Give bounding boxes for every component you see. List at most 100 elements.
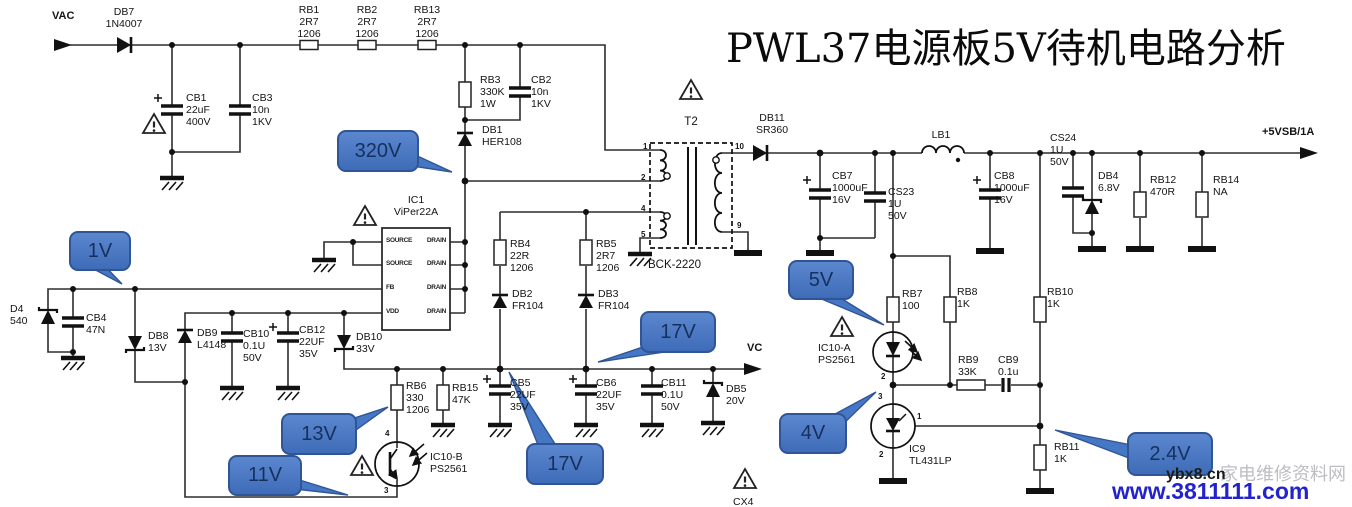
- cb5-cap-icon: [487, 384, 513, 396]
- cb7-plus-mark: [802, 175, 812, 185]
- rb2-resistor-icon: [357, 39, 377, 51]
- rb1-label: RB1 2R7 1206: [297, 4, 321, 41]
- warning-icon: [678, 78, 704, 101]
- callout-1v: 1V: [69, 231, 131, 271]
- ground-icon: [312, 260, 336, 272]
- ic1-pin-source2: SOURCE: [386, 260, 413, 267]
- db3-label: DB3 FR104: [598, 288, 630, 313]
- warning-icon: [829, 315, 855, 338]
- t2-pin9-label: 9: [737, 221, 742, 230]
- lb1-inductor-icon: [921, 145, 965, 163]
- db5-label: DB5 20V: [726, 383, 747, 408]
- ic1-pin-vdd: VDD: [386, 308, 399, 315]
- rb15-label: RB15 47K: [452, 382, 479, 407]
- ic1-viper22a-box: [381, 227, 451, 331]
- cb4-cap-icon: [60, 316, 86, 328]
- ic9-pin3-label: 3: [878, 392, 883, 401]
- cb10-label: CB10 0.1U 50V: [243, 328, 270, 365]
- rb4-resistor-icon: [493, 239, 507, 266]
- rb10-resistor-icon: [1033, 296, 1047, 323]
- db11-label: DB11 SR360: [755, 112, 789, 137]
- ground-icon: [220, 388, 244, 400]
- t2-pin4-label: 4: [641, 204, 646, 213]
- ground-icon: [61, 358, 85, 370]
- db4-label: DB4 6.8V: [1098, 170, 1120, 195]
- cb11-label: CB11 0.1U 50V: [661, 377, 687, 414]
- db5-zener-icon: [702, 378, 724, 399]
- rb8-label: RB8 1K: [957, 286, 978, 311]
- ground-icon: [701, 423, 725, 435]
- db3-diode-icon: [576, 293, 596, 310]
- rb14-label: RB14 NA: [1213, 174, 1240, 199]
- vc-arrow: [744, 363, 762, 375]
- rb1-resistor-icon: [299, 39, 319, 51]
- rb4-label: RB4 22R 1206: [510, 238, 534, 275]
- ground-icon: [488, 425, 512, 437]
- ground-icon: [640, 425, 664, 437]
- ground-icon: [574, 425, 598, 437]
- rb9-resistor-icon: [956, 379, 986, 391]
- callout-tails: [84, 147, 1143, 496]
- ground-icon: [160, 178, 184, 190]
- rb7-label: RB7 100: [902, 288, 923, 313]
- t2-pin2-label: 2: [641, 173, 646, 182]
- rb9-label: RB9 33K: [958, 354, 979, 379]
- cb1-label: CB1 22uF 400V: [186, 92, 211, 129]
- db7-label: DB7 1N4007: [105, 6, 143, 31]
- warning-icon: [141, 112, 167, 135]
- rb12-label: RB12 470R: [1150, 174, 1177, 199]
- cb6-cap-icon: [573, 384, 599, 396]
- t2-label: T2: [684, 116, 698, 128]
- ic9-pin2-label: 2: [879, 450, 884, 459]
- rb5-label: RB5 2R7 1206: [596, 238, 620, 275]
- db9-label: DB9 L4148: [197, 327, 227, 352]
- callout-320v: 320V: [337, 130, 419, 172]
- ic1-pin-drain2: DRAIN: [426, 260, 446, 267]
- cb2-cap-icon: [507, 86, 533, 98]
- cb1-plus-mark: [153, 93, 163, 103]
- rb2-label: RB2 2R7 1206: [355, 4, 379, 41]
- winding-dot: [663, 172, 671, 180]
- db8-label: DB8 13V: [148, 330, 169, 355]
- cb4-label: CB4 47N: [86, 312, 107, 337]
- callout-17v-a: 17V: [640, 311, 716, 353]
- ic10b-pin4-label: 4: [385, 429, 390, 438]
- ic9-pin1-label: 1: [917, 412, 922, 421]
- rb10-label: RB10 1K: [1047, 286, 1074, 311]
- cb1-cap-icon: [159, 104, 185, 116]
- callout-11v: 11V: [228, 455, 302, 496]
- rb12-resistor-icon: [1133, 191, 1147, 218]
- db1-label: DB1 HER108: [482, 124, 522, 149]
- page-title: PWL37电源板5V待机电路分析: [726, 26, 1286, 72]
- rb14-resistor-icon: [1195, 191, 1209, 218]
- rb8-resistor-icon: [943, 296, 957, 323]
- ground-icon: [431, 425, 455, 437]
- output-arrow: [1300, 147, 1318, 159]
- callout-5v: 5V: [788, 260, 854, 300]
- ic1-pin-drain3: DRAIN: [426, 284, 446, 291]
- vac-input-arrow: [54, 39, 72, 51]
- watermark-portal: 家电维修资料网: [1220, 464, 1346, 484]
- rb3-label: RB3 330K 1W: [480, 74, 505, 111]
- ic9-label: IC9 TL431LP: [909, 443, 952, 468]
- cb7-cap-icon: [807, 188, 833, 200]
- lb1-label: LB1: [931, 129, 951, 141]
- cb8-plus-mark: [972, 175, 982, 185]
- ground-icon: [276, 388, 300, 400]
- db11-diode-icon: [751, 143, 769, 163]
- t2-pin1-label: 1: [643, 142, 648, 151]
- junction-dots: [70, 42, 1205, 430]
- t2-pin5-label: 5: [641, 230, 646, 239]
- cs24-label: CS24 1U 50V: [1050, 132, 1077, 169]
- callout-17v-b: 17V: [526, 443, 604, 485]
- db7-diode-icon: [115, 35, 133, 55]
- db2-label: DB2 FR104: [512, 288, 544, 313]
- ic10b-pin3-label: 3: [384, 486, 389, 495]
- rb6-label: RB6 330 1206: [406, 380, 430, 417]
- cs23-label: CS23 1U 50V: [888, 186, 915, 223]
- net-label-vc: VC: [747, 342, 763, 354]
- callout-2-4v: 2.4V: [1127, 432, 1213, 476]
- rb13-label: RB13 2R7 1206: [413, 4, 441, 41]
